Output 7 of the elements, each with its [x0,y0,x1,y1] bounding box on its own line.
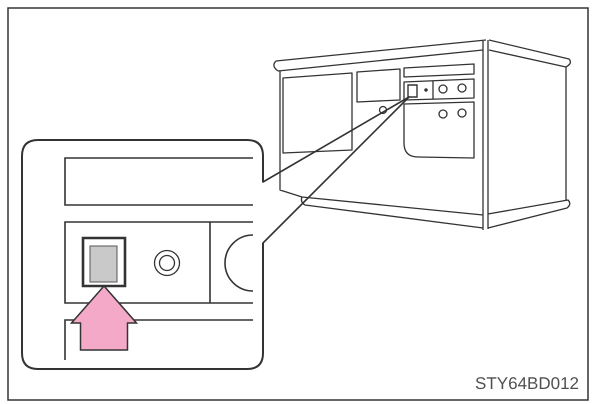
console-drawing [273,39,572,231]
magnified-inset [21,139,264,370]
switch-button [82,236,126,288]
switch-button [407,84,418,98]
figure-code: STY64BD012 [475,375,579,392]
block-arrow [70,284,138,351]
callout-pointer [262,96,410,244]
